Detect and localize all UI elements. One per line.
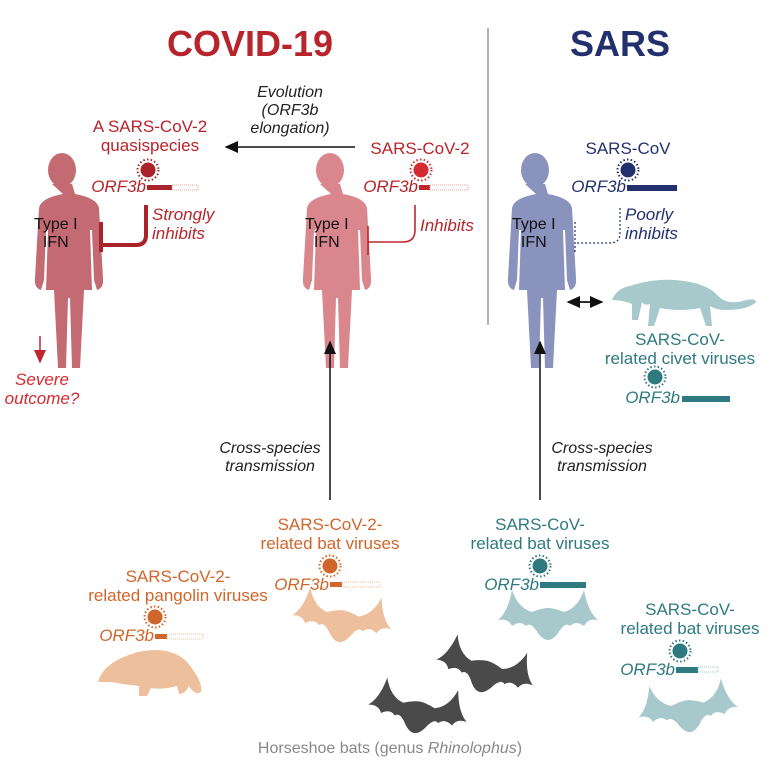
label-line: quasispecies: [100, 136, 200, 156]
orf3b-bar-sarscov2: [419, 184, 469, 191]
poor-inhibition-label: Poorly inhibits: [625, 205, 678, 243]
bat-cov-right-virus-label: SARS-CoV- related bat viruses: [621, 600, 760, 638]
civet-illustration: [612, 279, 756, 326]
orf3b-label: ORF3b: [99, 626, 154, 645]
virus-pangolin-icon: [143, 605, 167, 629]
label-line: Cross-species: [219, 440, 321, 457]
orf3b-label: ORF3b: [620, 660, 675, 679]
virus-bat-cov2-icon: [318, 554, 342, 578]
bat-cov-right-illustration: [635, 677, 741, 738]
orf3b-bar-bat-cov2: [330, 581, 381, 588]
evolution-line: Evolution: [257, 84, 323, 101]
label-line: Severe: [15, 370, 69, 389]
bat-cov-illustration: [498, 590, 598, 640]
sarscov-label: SARS-CoV: [585, 139, 671, 158]
horseshoe-bat-illustration: [364, 675, 472, 742]
label-line: IFN: [42, 233, 69, 251]
label-line: SARS-CoV-: [645, 600, 735, 619]
caption-genus: Rhinolophus: [427, 740, 517, 757]
caption-text: Horseshoe bats (genus: [257, 740, 428, 757]
orf3b-bar-pangolin: [155, 633, 204, 640]
label-line: transmission: [557, 457, 647, 475]
quasispecies-label: A SARS-CoV-2 quasispecies: [93, 117, 207, 155]
virus-civet-icon: [643, 365, 667, 389]
civet-virus-label: SARS-CoV- related civet viruses: [605, 330, 755, 368]
bat-cov2-virus-label: SARS-CoV-2- related bat viruses: [261, 515, 400, 553]
bat-cov-virus-label: SARS-CoV- related bat viruses: [471, 515, 610, 553]
inhibition-line: [368, 205, 416, 243]
orf3b-label: ORF3b: [571, 177, 626, 196]
horseshoe-bat-illustration: [431, 630, 541, 705]
orf3b-label: ORF3b: [91, 177, 146, 196]
virus-bat-cov-icon: [528, 554, 552, 578]
inhibition-label: Inhibits: [420, 216, 474, 235]
caption-text: ): [516, 740, 523, 757]
label-line: transmission: [225, 457, 315, 475]
label-line: related bat viruses: [470, 534, 610, 554]
strong-inhibition-label: Strongly inhibits: [152, 205, 214, 243]
orf3b-bar-civet: [682, 396, 730, 402]
label-line: Type I: [305, 216, 349, 233]
label-line: Poorly: [625, 205, 674, 224]
label-line: related bat viruses: [260, 534, 400, 554]
virus-bat-cov-right-icon: [668, 639, 692, 663]
label-line: related bat viruses: [620, 619, 760, 639]
label-line: outcome?: [4, 389, 80, 409]
orf3b-label: ORF3b: [484, 575, 539, 594]
label-line: SARS-CoV-: [495, 515, 585, 534]
label-line: Strongly: [152, 205, 215, 224]
evolution-line: (ORF3b: [261, 101, 319, 119]
pangolin-illustration: [98, 650, 202, 696]
orf3b-bar-bat-cov: [540, 582, 586, 588]
label-line: SARS-CoV-: [635, 330, 725, 349]
sars-title: SARS: [569, 23, 671, 64]
bat-cov2-illustration: [289, 585, 396, 650]
horseshoe-bats-caption: Horseshoe bats (genus Rhinolophus): [258, 740, 522, 758]
label-line: IFN: [313, 233, 340, 251]
label-line: SARS-CoV-2-: [277, 515, 383, 534]
orf3b-label: ORF3b: [363, 177, 418, 196]
label-line: Cross-species: [551, 440, 653, 457]
sarscov2-label: SARS-CoV-2: [370, 139, 470, 158]
strong-inhibition-line: [101, 205, 148, 247]
human-sarscov-figure: [507, 153, 577, 368]
covid-title: COVID-19: [166, 23, 334, 64]
label-line: related civet viruses: [604, 349, 756, 369]
label-line: A SARS-CoV-2: [92, 117, 208, 136]
pangolin-virus-label: SARS-CoV-2- related pangolin viruses: [88, 567, 268, 605]
label-line: IFN: [520, 233, 547, 251]
evolution-line: elongation): [250, 119, 330, 137]
severe-outcome-label: Severe outcome?: [5, 370, 80, 408]
human-sarscov2-figure: [302, 153, 372, 368]
orf3b-label: ORF3b: [274, 575, 329, 594]
label-line: Type I: [34, 216, 78, 233]
label-line: Type I: [512, 216, 556, 233]
evolution-label: Evolution (ORF3b elongation): [250, 84, 329, 138]
label-line: SARS-CoV-2-: [125, 567, 231, 586]
orf3b-bar-quasispecies: [147, 184, 199, 191]
label-line: inhibits: [625, 224, 678, 244]
label-line: inhibits: [152, 224, 205, 244]
poor-inhibition-line: [575, 208, 621, 244]
transmission-label-cov: Cross-species transmission: [551, 440, 652, 476]
orf3b-label: ORF3b: [625, 388, 680, 407]
label-line: related pangolin viruses: [88, 586, 268, 606]
orf3b-bar-sarscov: [627, 185, 677, 191]
transmission-label-cov2: Cross-species transmission: [219, 440, 320, 476]
orf3b-bar-bat-cov-right: [676, 666, 719, 673]
